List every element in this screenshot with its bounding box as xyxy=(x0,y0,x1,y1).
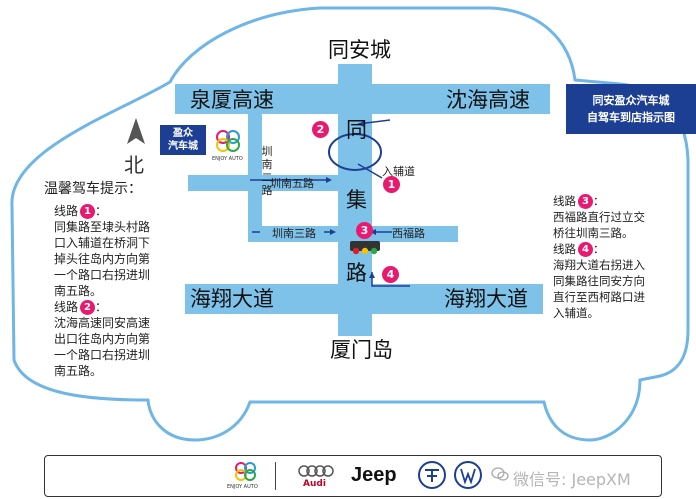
interchange-arrows xyxy=(328,119,410,287)
place-xiamen-island: 厦门岛 xyxy=(330,338,393,362)
wechat-watermark: 微信号: JeepXM xyxy=(513,470,631,489)
route-marker-1: 1 xyxy=(383,176,400,193)
label-entry-auxiliary: 入辅道 xyxy=(382,165,415,178)
label-xifu-road: 西福路 xyxy=(392,227,425,240)
vw-logo-icon xyxy=(454,461,482,489)
audi-logo-text: Audi xyxy=(303,479,326,489)
north-arrow-icon xyxy=(127,118,145,144)
traffic-light-icon xyxy=(350,241,380,255)
north-label: 北 xyxy=(124,153,144,177)
label-tongji-2: 集 xyxy=(346,188,367,212)
label-quanxia-expressway: 泉厦高速 xyxy=(190,88,274,112)
road-zhennan3 xyxy=(250,226,338,242)
label-shenhai-expressway: 沈海高速 xyxy=(446,88,530,112)
label-tongji-3: 路 xyxy=(346,261,367,285)
road-zhennan2 xyxy=(248,114,262,242)
road-xifu xyxy=(370,226,458,242)
road-zhennan5 xyxy=(188,175,348,191)
road-small-arrows xyxy=(250,177,336,235)
route-marker-4: 4 xyxy=(382,266,399,283)
jeep-logo-text: Jeep xyxy=(351,464,397,486)
road-haixiang xyxy=(185,284,543,314)
label-zhennan2: 圳 南 二 路 xyxy=(261,145,273,197)
enjoy-auto-emblem-icon xyxy=(216,130,240,152)
faw-logo-icon xyxy=(418,461,446,489)
footer-enjoy-subtext: ENJOY AUTO xyxy=(227,484,258,490)
wechat-icon xyxy=(491,467,509,481)
label-tongji-1: 同 xyxy=(346,118,367,142)
label-haixiang-left: 海翔大道 xyxy=(190,287,274,311)
label-haixiang-right: 海翔大道 xyxy=(444,287,528,311)
footer-brand-bar: ENJOY AUTO Audi Jeep 微信号: JeepXM xyxy=(44,455,662,497)
place-tongan-city: 同安城 xyxy=(328,38,391,62)
route-marker-2: 2 xyxy=(312,121,329,138)
label-zhennan3: 圳南三路 xyxy=(272,227,316,240)
map-title: 同安盈众汽车城 自驾车到店指示图 xyxy=(566,84,696,134)
label-zhennan5: 圳南五路 xyxy=(270,177,314,190)
audi-rings-icon xyxy=(298,465,334,477)
enjoy-auto-subtext: ENJOY AUTO xyxy=(212,156,243,162)
route-marker-3: 3 xyxy=(356,222,373,239)
footer-divider xyxy=(275,462,276,490)
tips-heading: 温馨驾车提示： xyxy=(44,181,142,197)
footer-enjoy-emblem-icon xyxy=(235,462,256,481)
enjoy-auto-logo: 盈众 汽车城 xyxy=(160,125,206,155)
